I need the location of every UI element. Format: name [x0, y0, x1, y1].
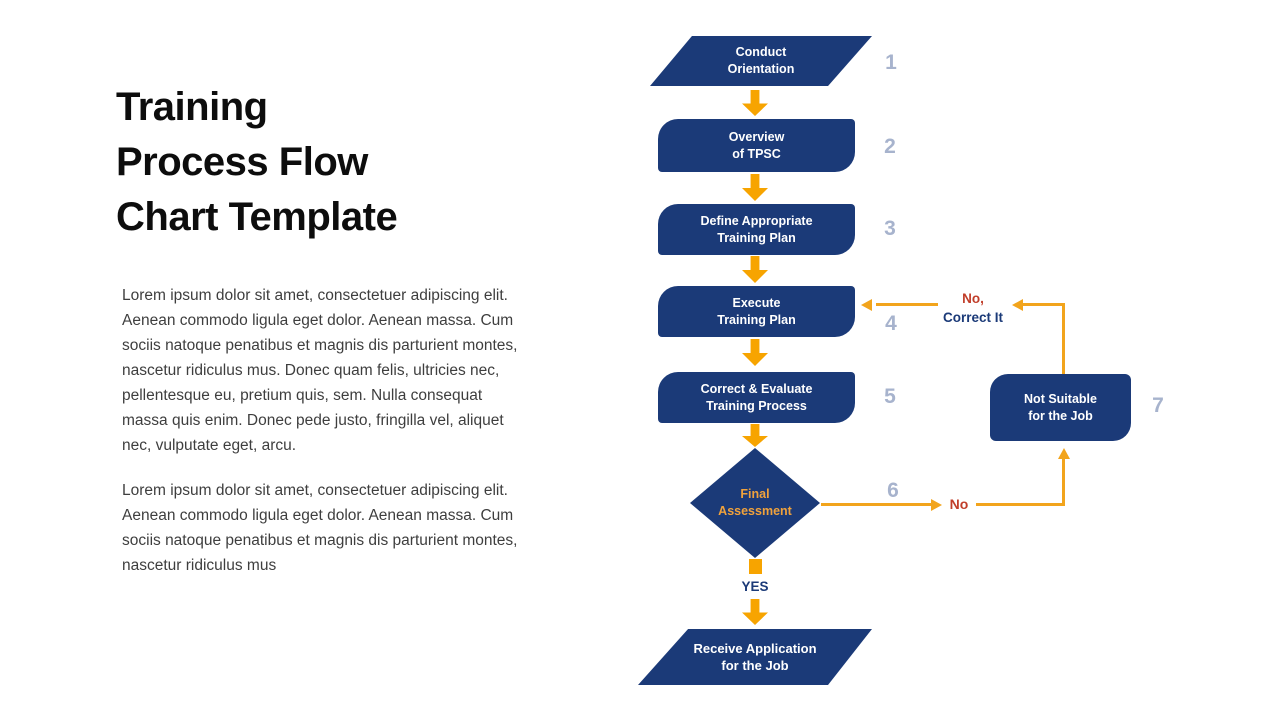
body-paragraph-2: Lorem ipsum dolor sit amet, consectetuer… [122, 482, 518, 574]
connector-no-line-1 [821, 503, 931, 506]
step-number-1: 1 [885, 51, 897, 74]
arrowhead-up-icon [1058, 448, 1070, 459]
shape-overview-of-tpsc-label: Overview of TPSC [728, 129, 785, 161]
arrowhead-right-icon [931, 499, 942, 511]
flow-arrow-down-3 [742, 256, 768, 283]
label-no-correct-it-line2: Correct It [942, 310, 1003, 325]
connector-correct-line-1 [1023, 303, 1065, 306]
connector-no-line-up [1062, 459, 1065, 506]
shape-execute-training-plan: Execute Training Plan [658, 286, 855, 337]
shape-conduct-orientation: Conduct Orientation [650, 36, 872, 86]
connector-correct-line-up [1062, 306, 1065, 374]
label-no-correct-it: No, Correct It [922, 289, 1024, 327]
shape-overview-of-tpsc: Overview of TPSC [658, 119, 855, 172]
connector-no-line-2 [976, 503, 1065, 506]
flow-arrow-down-4 [742, 339, 768, 366]
step-number-6: 6 [887, 479, 899, 502]
flow-arrow-down-yes [742, 599, 768, 625]
arrowhead-left-icon-1 [1012, 299, 1023, 311]
step-number-7: 7 [1152, 394, 1164, 417]
shape-execute-training-plan-label: Execute Training Plan [717, 295, 796, 327]
shape-define-training-plan-label: Define Appropriate Training Plan [700, 213, 813, 245]
shape-receive-application: Receive Application for the Job [638, 629, 872, 685]
label-no-correct-it-line1: No, [962, 291, 984, 306]
shape-correct-evaluate-process: Correct & Evaluate Training Process [658, 372, 855, 423]
shape-conduct-orientation-label: Conduct Orientation [727, 45, 795, 76]
label-yes: YES [741, 579, 769, 594]
flow-arrow-down-5 [742, 424, 768, 447]
flow-arrow-down-1 [742, 90, 768, 116]
shape-not-suitable-for-job: Not Suitable for the Job [990, 374, 1131, 441]
arrowhead-left-icon-2 [861, 299, 872, 311]
body-paragraph-1: Lorem ipsum dolor sit amet, consectetuer… [122, 287, 518, 454]
connector-correct-line-2 [876, 303, 938, 306]
flow-arrow-down-2 [742, 174, 768, 201]
shape-not-suitable-for-job-label: Not Suitable for the Job [1024, 391, 1097, 423]
shape-receive-application-label: Receive Application for the Job [693, 641, 817, 673]
shape-define-training-plan: Define Appropriate Training Plan [658, 204, 855, 255]
step-number-3: 3 [884, 217, 896, 240]
label-no: No [949, 496, 969, 512]
shape-final-assessment-decision: Final Assessment [690, 448, 820, 558]
slide-title: Training Process Flow Chart Template [116, 85, 398, 239]
step-number-2: 2 [884, 135, 896, 158]
shape-correct-evaluate-process-label: Correct & Evaluate Training Process [700, 381, 813, 413]
step-number-5: 5 [884, 385, 896, 408]
shape-final-assessment-label: Final Assessment [718, 487, 792, 518]
step-number-4: 4 [885, 312, 897, 335]
diamond-bottom-stub [749, 559, 762, 574]
